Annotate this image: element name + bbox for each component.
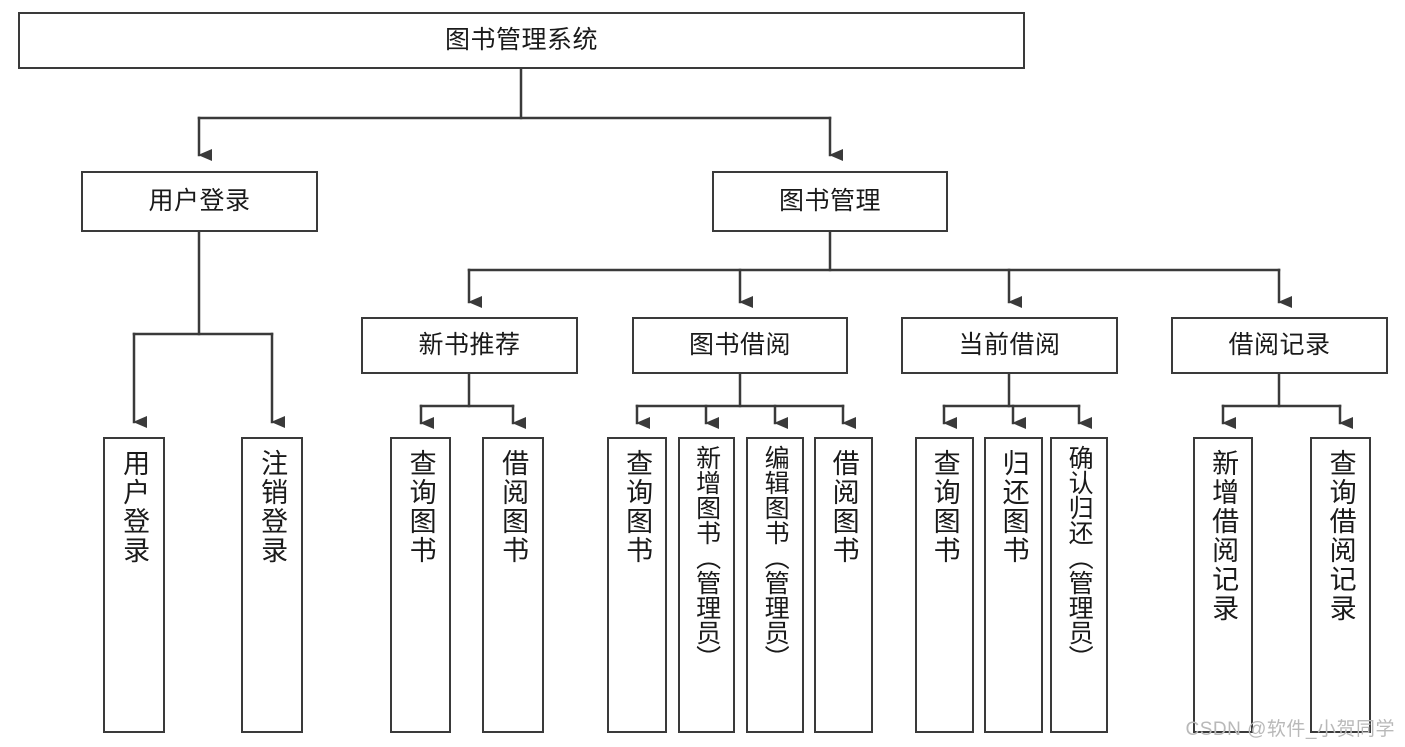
node-current-borrow-label: 当前借阅 — [958, 331, 1061, 360]
node-leaf-query-book-current[interactable]: 查询图书 — [915, 437, 974, 733]
node-leaf-add-book-admin-label: 新增图书（管理员） — [692, 445, 721, 670]
node-leaf-query-book-recommend[interactable]: 查询图书 — [390, 437, 451, 733]
node-user-login-label: 用户登录 — [148, 187, 251, 216]
node-leaf-query-borrow-record[interactable]: 查询借阅记录 — [1310, 437, 1371, 733]
node-leaf-add-book-admin[interactable]: 新增图书（管理员） — [678, 437, 735, 733]
node-user-login[interactable]: 用户登录 — [81, 171, 318, 232]
node-leaf-add-borrow-record[interactable]: 新增借阅记录 — [1193, 437, 1253, 733]
node-leaf-user-login-label: 用户登录 — [119, 449, 150, 565]
csdn-watermark: CSDN @软件_小贺同学 — [1185, 719, 1395, 740]
node-leaf-return-book-current[interactable]: 归还图书 — [984, 437, 1043, 733]
node-borrow-record-label: 借阅记录 — [1228, 331, 1331, 360]
node-leaf-query-borrow-record-label: 查询借阅记录 — [1325, 449, 1356, 623]
node-leaf-add-borrow-record-label: 新增借阅记录 — [1208, 449, 1239, 623]
node-book-management[interactable]: 图书管理 — [712, 171, 948, 232]
node-leaf-borrow-book-borrow-label: 借阅图书 — [828, 449, 859, 565]
node-leaf-query-book-borrow-label: 查询图书 — [622, 449, 653, 565]
node-leaf-borrow-book-recommend-label: 借阅图书 — [498, 449, 529, 565]
node-book-borrow-label: 图书借阅 — [688, 331, 791, 360]
node-book-management-label: 图书管理 — [778, 187, 881, 216]
node-leaf-logout[interactable]: 注销登录 — [241, 437, 303, 733]
node-leaf-logout-label: 注销登录 — [257, 449, 288, 565]
node-leaf-return-book-current-label: 归还图书 — [998, 449, 1029, 565]
node-root-label: 图书管理系统 — [444, 26, 598, 55]
node-leaf-query-book-current-label: 查询图书 — [929, 449, 960, 565]
node-leaf-confirm-return-admin[interactable]: 确认归还（管理员） — [1050, 437, 1108, 733]
node-leaf-confirm-return-admin-label: 确认归还（管理员） — [1065, 445, 1094, 670]
node-borrow-record[interactable]: 借阅记录 — [1171, 317, 1388, 374]
node-leaf-query-book-recommend-label: 查询图书 — [405, 449, 436, 565]
node-new-book-recommend-label: 新书推荐 — [418, 331, 521, 360]
node-leaf-query-book-borrow[interactable]: 查询图书 — [607, 437, 667, 733]
node-leaf-borrow-book-recommend[interactable]: 借阅图书 — [482, 437, 544, 733]
node-leaf-edit-book-admin-label: 编辑图书（管理员） — [761, 445, 790, 670]
node-new-book-recommend[interactable]: 新书推荐 — [361, 317, 578, 374]
node-root[interactable]: 图书管理系统 — [18, 12, 1025, 69]
node-book-borrow[interactable]: 图书借阅 — [632, 317, 848, 374]
node-leaf-borrow-book-borrow[interactable]: 借阅图书 — [814, 437, 873, 733]
node-leaf-edit-book-admin[interactable]: 编辑图书（管理员） — [746, 437, 804, 733]
node-leaf-user-login[interactable]: 用户登录 — [103, 437, 165, 733]
node-current-borrow[interactable]: 当前借阅 — [901, 317, 1118, 374]
